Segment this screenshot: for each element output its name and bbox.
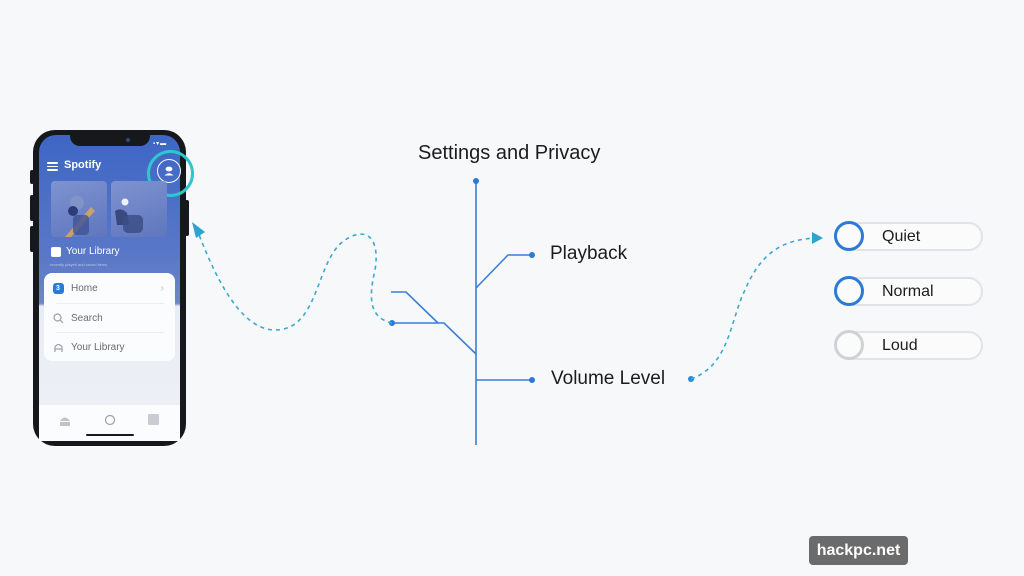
option-label-quiet: Quiet <box>882 228 921 245</box>
arrow-head-profile <box>192 222 205 238</box>
phone-side-button <box>30 226 34 252</box>
option-label-loud: Loud <box>882 337 918 354</box>
divider <box>56 303 164 304</box>
phone-side-button <box>30 195 34 221</box>
chevron-right-icon: › <box>160 282 164 294</box>
circle-tab-icon[interactable] <box>104 414 116 426</box>
playback-branch <box>475 254 532 289</box>
radio-normal[interactable] <box>834 276 864 306</box>
library-subtitle: recently played and saved items <box>50 262 108 267</box>
square-tab-icon[interactable] <box>148 414 159 425</box>
nav-item-home[interactable]: 3 Home › <box>52 274 168 302</box>
album-art-2[interactable] <box>111 181 167 237</box>
arrow-head-options <box>812 232 823 244</box>
home-indicator <box>86 434 134 436</box>
phone-notch <box>70 130 150 146</box>
library-folder-icon <box>51 246 61 257</box>
library-title: Your Library <box>66 246 120 257</box>
nav-item-label: Home <box>71 282 98 294</box>
home-badge-icon: 3 <box>52 282 64 294</box>
navigation-menu: 3 Home › Search Your Library <box>44 273 175 361</box>
camera-icon <box>126 138 130 142</box>
dashed-path-to-options <box>690 237 816 380</box>
volume-node <box>529 377 535 383</box>
home-tab-icon[interactable] <box>59 414 71 426</box>
profile-highlight-ring <box>147 150 194 197</box>
library-header[interactable]: Your Library <box>51 246 120 257</box>
playback-node <box>529 252 535 258</box>
phone-side-button <box>30 170 34 184</box>
trunk-top-node <box>473 178 479 184</box>
option-label-normal: Normal <box>882 283 934 300</box>
dashed-path-to-profile <box>197 231 393 331</box>
left-branch-upper <box>393 322 477 355</box>
radio-loud[interactable] <box>834 330 864 360</box>
nav-item-label: Your Library <box>71 341 125 353</box>
branch-label-volume-level: Volume Level <box>551 368 666 389</box>
watermark: hackpc.net <box>809 536 908 565</box>
left-branch-lower <box>391 291 439 324</box>
radio-quiet[interactable] <box>834 221 864 251</box>
album-art-illustration <box>115 198 143 233</box>
album-art-illustration <box>65 196 95 237</box>
phone-power-button <box>185 200 189 236</box>
library-icon <box>53 343 63 352</box>
status-bar-icons: ▪▾▬ <box>153 141 168 147</box>
nav-item-label: Search <box>71 312 103 324</box>
nav-item-search[interactable]: Search <box>52 304 168 332</box>
nav-item-library[interactable]: Your Library <box>52 333 168 361</box>
divider <box>56 332 164 333</box>
album-art-1[interactable] <box>51 181 107 237</box>
search-icon <box>52 312 63 323</box>
app-title: Spotify <box>64 159 102 171</box>
hamburger-menu-icon[interactable] <box>47 162 58 171</box>
branch-label-playback: Playback <box>550 243 628 264</box>
diagram-title: Settings and Privacy <box>418 142 601 164</box>
